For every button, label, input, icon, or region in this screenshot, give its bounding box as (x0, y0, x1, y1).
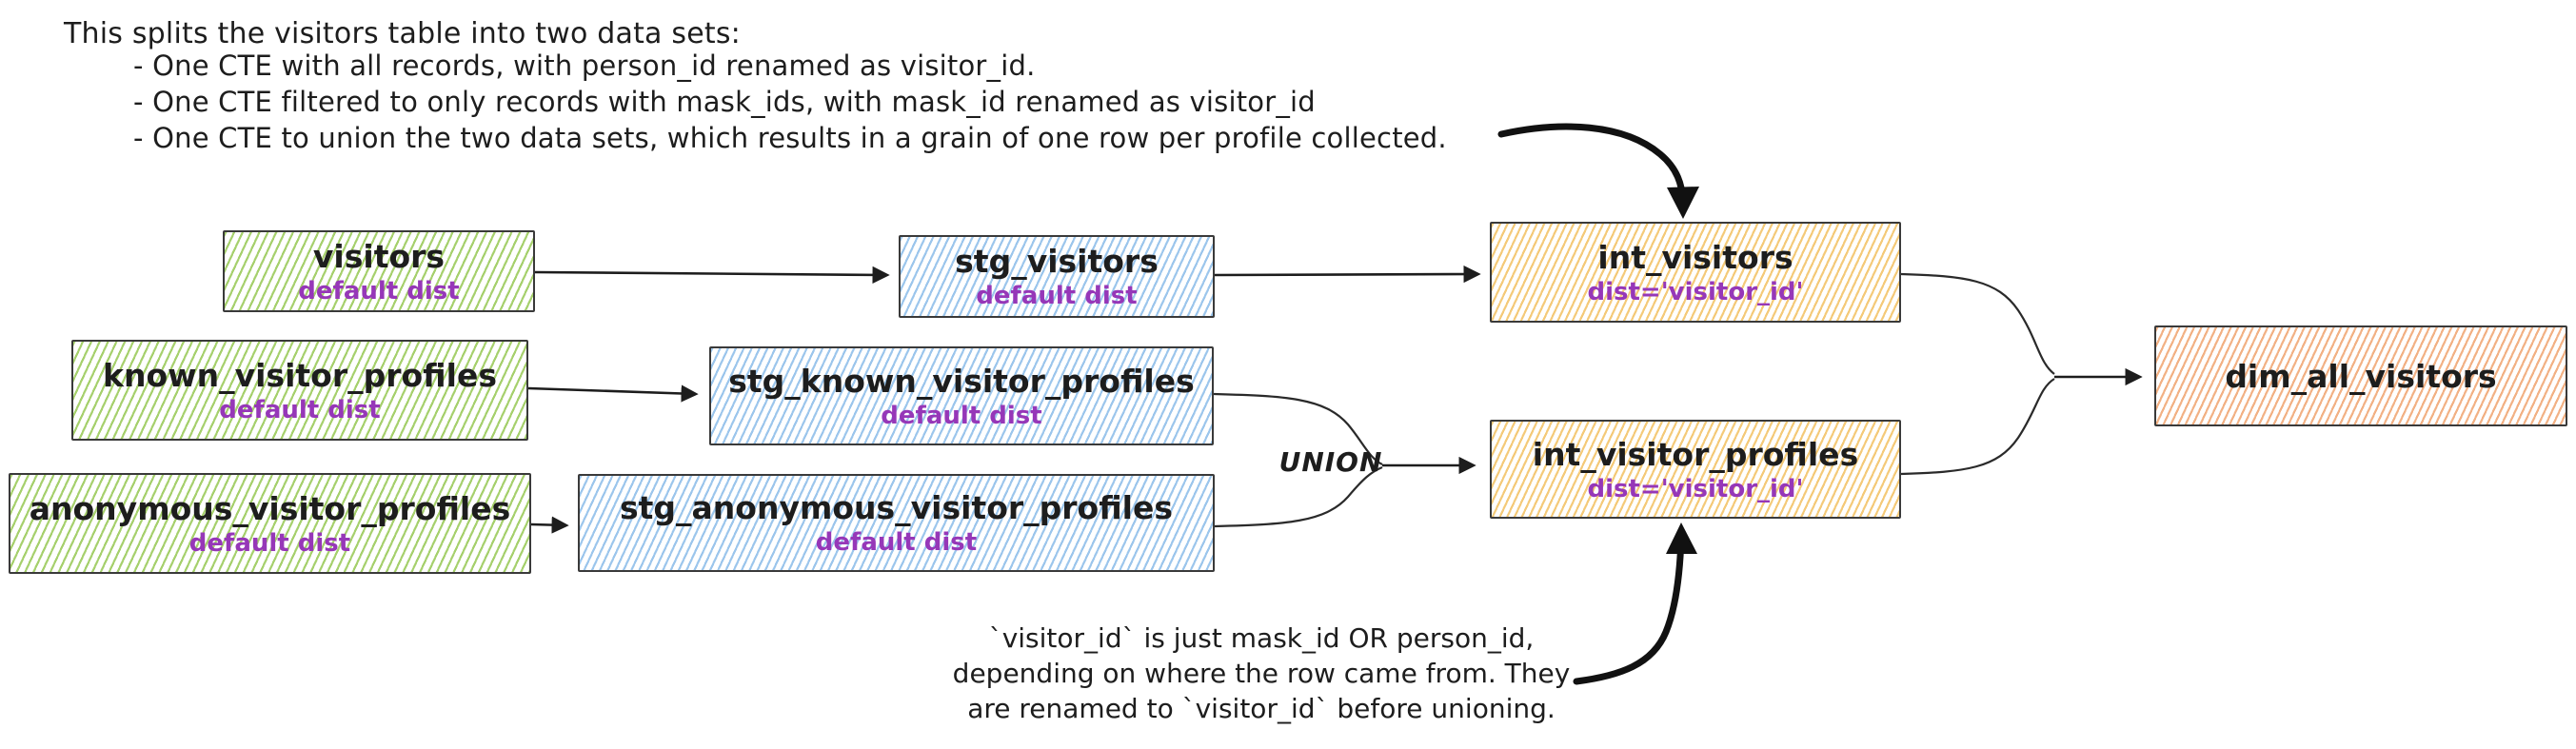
node-subtitle: default dist (219, 395, 381, 424)
node-subtitle: default dist (298, 276, 460, 306)
node-subtitle: default dist (815, 528, 978, 557)
bottom-note-line-3: are renamed to `visitor_id` before union… (967, 693, 1556, 724)
edge-known-to-stg-known (527, 384, 699, 403)
top-note-bullet-3: - One CTE to union the two data sets, wh… (133, 122, 1447, 154)
edge-stg-visitors-to-int-visitors (1214, 265, 1481, 284)
annotation-arrow-top (1497, 123, 1687, 206)
node-stg-known-visitor-profiles[interactable]: stg_known_visitor_profiles default dist (709, 346, 1214, 445)
node-visitors[interactable]: visitors default dist (223, 230, 535, 312)
edge-anonymous-to-stg-anonymous (530, 516, 569, 534)
node-subtitle: dist='visitor_id' (1587, 277, 1804, 306)
node-anonymous-visitor-profiles[interactable]: anonymous_visitor_profiles default dist (9, 473, 531, 574)
union-label: UNION (1278, 446, 1383, 478)
bottom-note: `visitor_id` is just mask_id OR person_i… (931, 621, 1592, 726)
edge-visitors-to-stg-visitors (534, 266, 890, 284)
top-note-intro: This splits the visitors table into two … (64, 17, 741, 50)
annotation-arrowhead-bottom (1666, 522, 1697, 554)
node-int-visitors[interactable]: int_visitors dist='visitor_id' (1490, 222, 1901, 323)
node-title: visitors (312, 237, 446, 275)
node-title: known_visitor_profiles (103, 356, 497, 394)
node-subtitle: default dist (188, 528, 351, 558)
top-note-bullet-1: - One CTE with all records, with person_… (133, 49, 1036, 82)
node-known-visitor-profiles[interactable]: known_visitor_profiles default dist (71, 340, 528, 441)
bottom-note-line-2: depending on where the row came from. Th… (952, 658, 1571, 689)
node-title: stg_known_visitor_profiles (728, 362, 1195, 400)
edge-int-visitors-merge-curve (1900, 272, 2055, 375)
bottom-note-line-1: `visitor_id` is just mask_id OR person_i… (988, 622, 1535, 654)
node-subtitle: default dist (881, 401, 1042, 430)
node-stg-visitors[interactable]: stg_visitors default dist (899, 235, 1215, 318)
node-title: dim_all_visitors (2225, 357, 2497, 395)
node-title: int_visitors (1597, 238, 1793, 276)
node-title: anonymous_visitor_profiles (29, 489, 511, 527)
annotation-arrowhead-top (1667, 187, 1699, 219)
node-dim-all-visitors[interactable]: dim_all_visitors (2154, 325, 2567, 426)
node-int-visitor-profiles[interactable]: int_visitor_profiles dist='visitor_id' (1490, 420, 1901, 519)
annotation-arrow-bottom (1573, 533, 1685, 685)
node-stg-anonymous-visitor-profiles[interactable]: stg_anonymous_visitor_profiles default d… (578, 474, 1215, 572)
node-title: stg_visitors (955, 243, 1159, 280)
node-title: int_visitor_profiles (1532, 435, 1859, 473)
node-subtitle: dist='visitor_id' (1587, 474, 1804, 503)
node-subtitle: default dist (976, 282, 1138, 310)
top-note-bullet-2: - One CTE filtered to only records with … (133, 86, 1316, 118)
node-title: stg_anonymous_visitor_profiles (619, 489, 1174, 526)
edge-int-visitor-profiles-merge-curve (1900, 378, 2055, 476)
